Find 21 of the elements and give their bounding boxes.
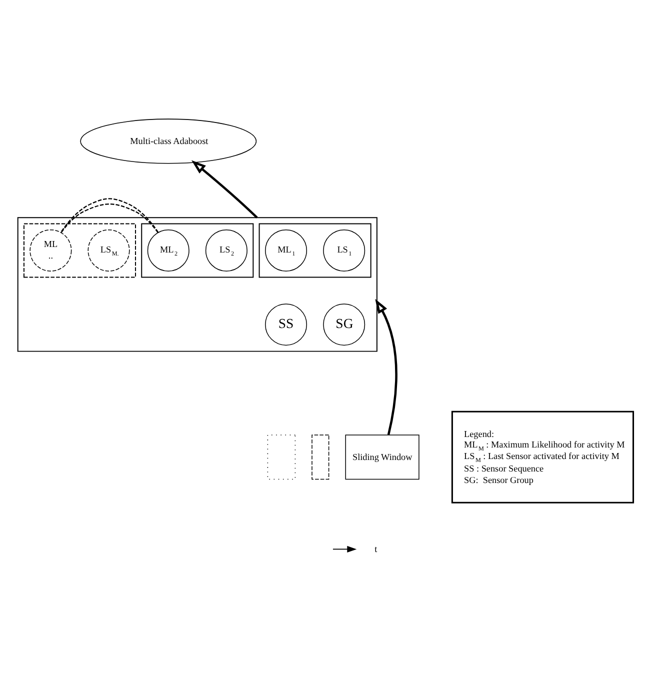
- connector: [60, 198, 159, 233]
- cluster: [17, 217, 378, 352]
- node-circle: LS$_{1}$: [323, 229, 366, 272]
- node-circle: ML ..: [30, 229, 72, 272]
- arrow: [191, 160, 258, 218]
- node-box: [267, 434, 296, 480]
- node-circle: ML$_{1}$: [265, 229, 308, 272]
- node-circle: ML$_{2}$: [147, 229, 190, 272]
- node-ellipse: Multi-class Adaboost: [80, 118, 257, 164]
- cluster: [258, 223, 372, 278]
- arrow: [375, 298, 398, 435]
- label: t: [374, 544, 378, 554]
- node-circle: LS$_{M.}$: [88, 229, 130, 272]
- node-circle: SS: [265, 304, 308, 346]
- cluster: [141, 223, 254, 278]
- node-box: Sliding Window: [345, 434, 420, 480]
- node-box: Legend: ML$_{M}$ : Maximum Likelihood for activity M LS$_{M}$ : Last Sensor activated for activity M SS : Sensor Sequence SG: Sensor Group: [451, 410, 634, 504]
- node-box: [312, 434, 330, 480]
- cluster: [23, 223, 136, 278]
- node-circle: LS$_{2}$: [205, 229, 248, 272]
- node-circle: SG: [323, 304, 366, 346]
